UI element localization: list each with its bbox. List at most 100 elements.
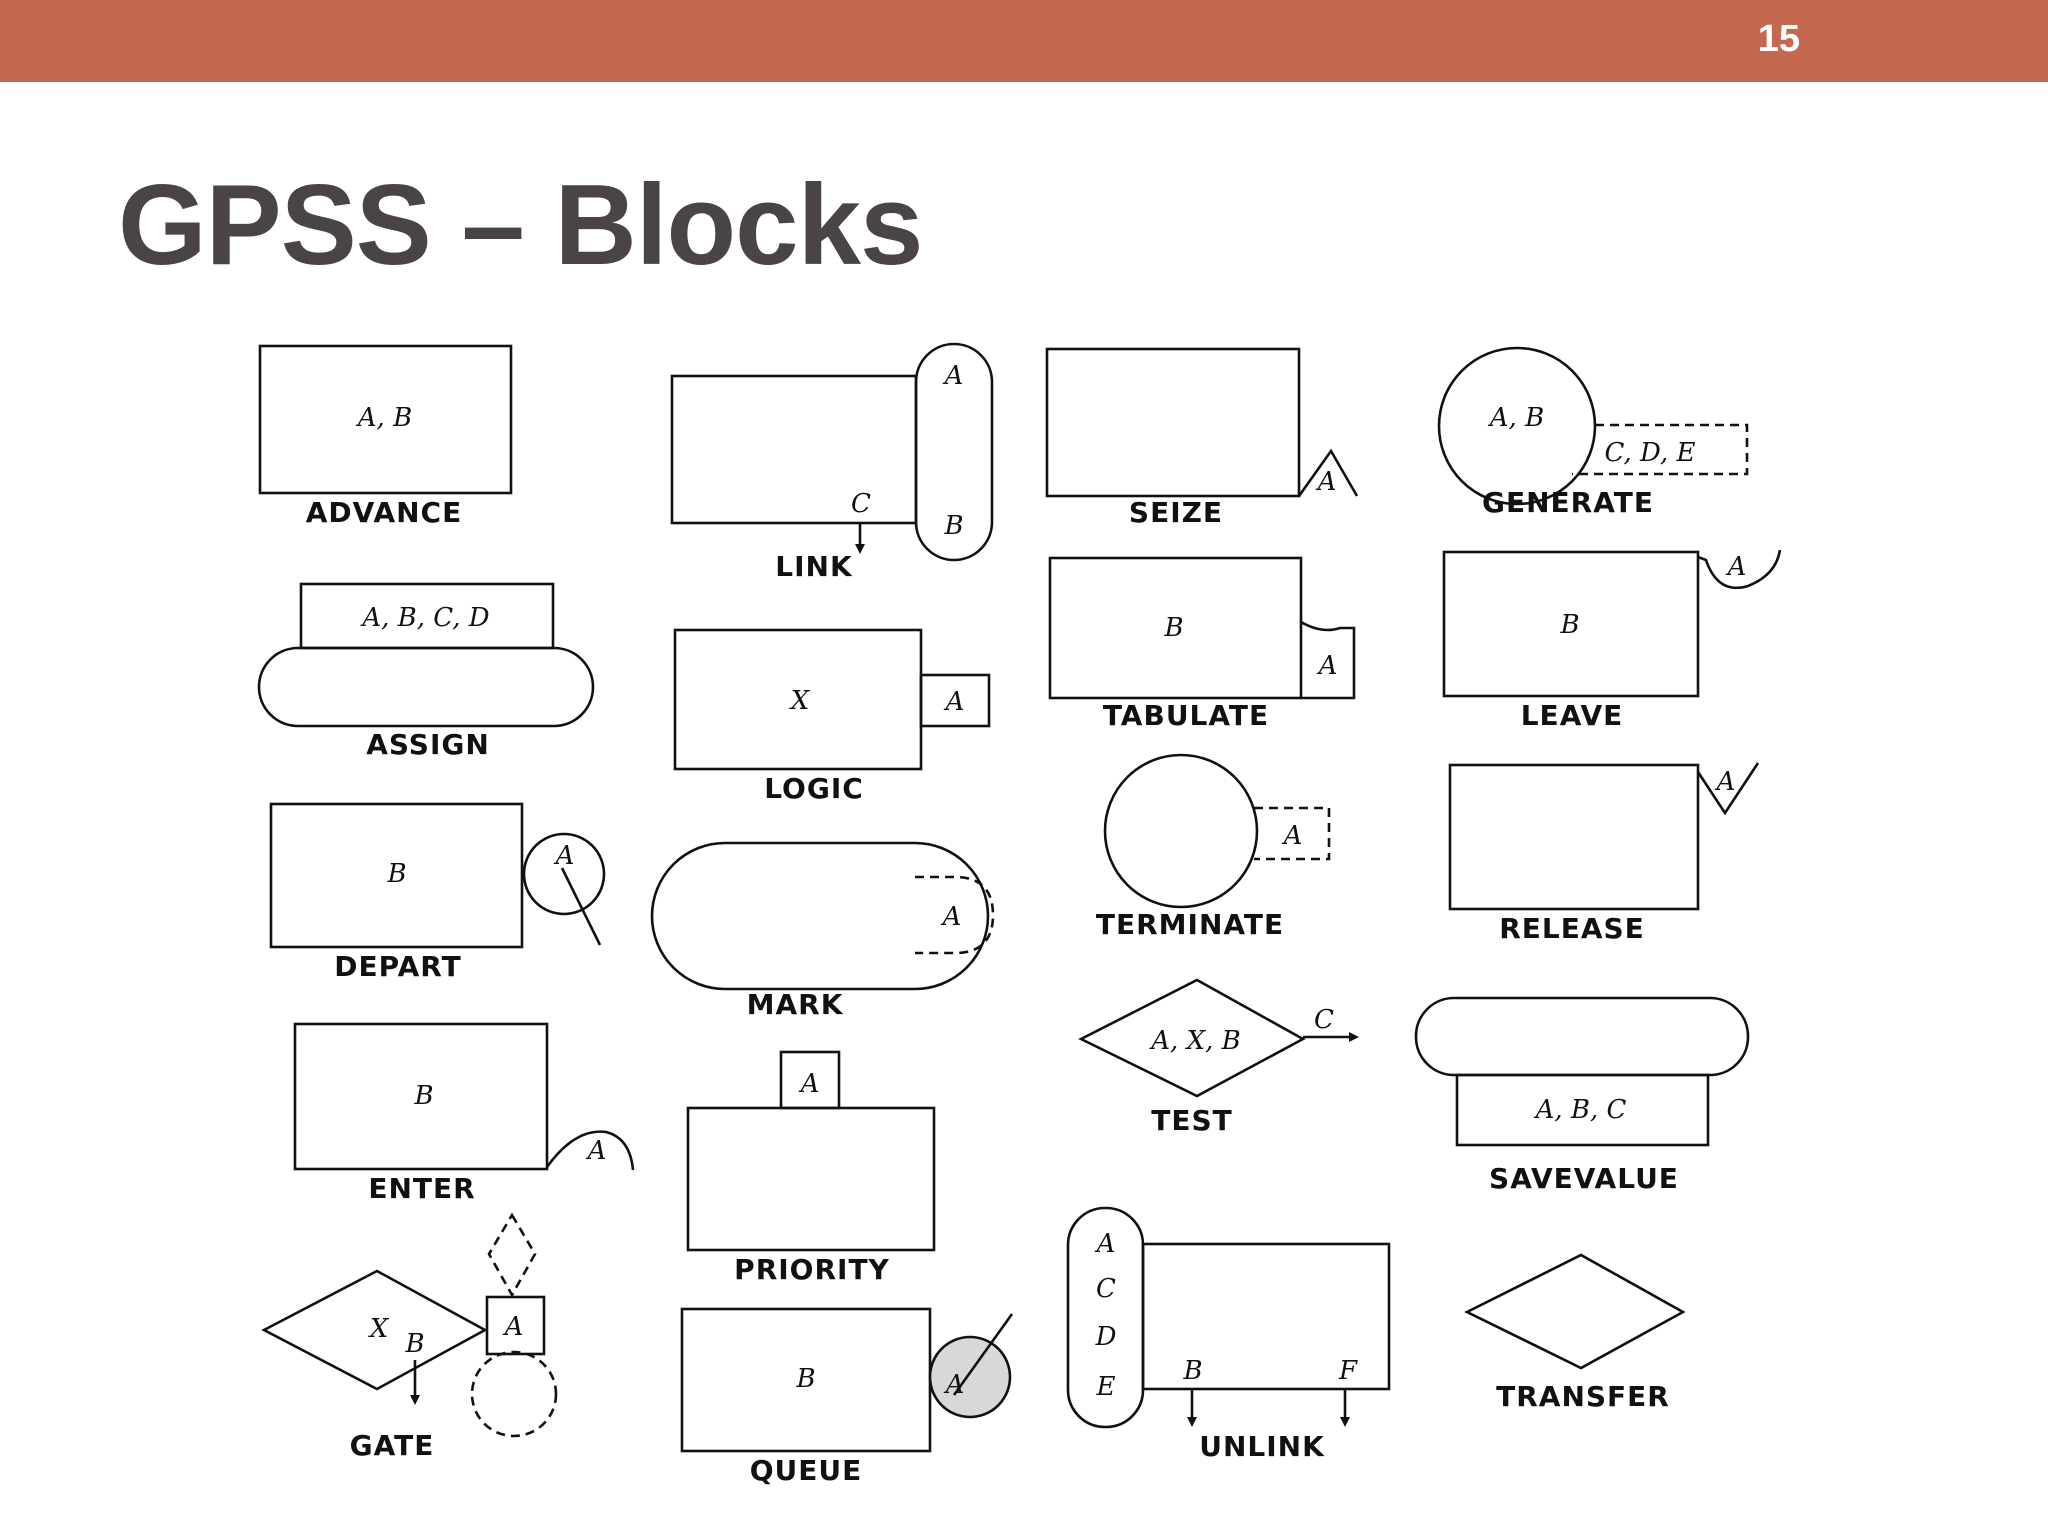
enter-block: A B ENTER xyxy=(293,1022,635,1205)
priority-operand-a: A xyxy=(799,1069,820,1099)
terminate-operand-a: A xyxy=(1282,821,1303,851)
gate-block: X B A GATE xyxy=(261,1212,558,1462)
queue-operand-b: B xyxy=(795,1364,815,1394)
savevalue-pill xyxy=(1414,996,1750,1077)
depart-slash xyxy=(560,867,602,946)
enter-operand-b: B xyxy=(413,1081,433,1111)
leave-rect xyxy=(1442,550,1700,698)
tabulate-rect xyxy=(1048,556,1303,700)
gate-operand-x: X xyxy=(368,1314,390,1344)
queue-circle xyxy=(928,1335,1012,1419)
release-block: A RELEASE xyxy=(1448,762,1760,945)
tabulate-block: B A TABULATE xyxy=(1048,556,1356,732)
gate-operand-b: B xyxy=(404,1329,424,1359)
gate-box xyxy=(485,1295,546,1356)
leave-name: LEAVE xyxy=(1521,699,1624,732)
savevalue-rect xyxy=(1455,1073,1710,1147)
release-check xyxy=(1696,762,1760,816)
savevalue-operands: A, B, C xyxy=(1534,1095,1627,1125)
enter-arc xyxy=(545,1130,635,1171)
page-number: 15 xyxy=(1757,18,1800,60)
depart-operand-a: A xyxy=(554,841,575,871)
tabulate-name: TABULATE xyxy=(1103,699,1269,732)
advance-block: A, B ADVANCE xyxy=(258,344,513,529)
savevalue-name: SAVEVALUE xyxy=(1489,1162,1679,1195)
tabulate-operand-b: B xyxy=(1163,613,1183,643)
mark-pill xyxy=(650,841,990,991)
generate-operands-ab: A, B xyxy=(1488,403,1544,433)
gate-dashed-diamond xyxy=(487,1212,537,1298)
generate-operands-cde: C, D, E xyxy=(1605,438,1696,468)
test-operands: A, X, B xyxy=(1149,1026,1240,1056)
logic-block: X A LOGIC xyxy=(673,628,991,805)
advance-name: ADVANCE xyxy=(306,496,462,529)
logic-operand-a: A xyxy=(944,687,965,717)
depart-rect xyxy=(269,802,524,949)
release-rect xyxy=(1448,763,1700,911)
gate-operand-a: A xyxy=(503,1312,524,1342)
assign-block: A, B, C, D ASSIGN xyxy=(257,582,595,761)
priority-block: A PRIORITY xyxy=(686,1050,936,1286)
tabulate-operand-a: A xyxy=(1317,651,1338,681)
header-bar xyxy=(0,0,2048,82)
advance-rect xyxy=(258,344,513,495)
unlink-operand-d: D xyxy=(1095,1322,1117,1352)
transfer-diamond xyxy=(1464,1253,1686,1370)
queue-operand-a: A xyxy=(944,1370,965,1400)
depart-name: DEPART xyxy=(334,950,461,983)
terminate-name: TERMINATE xyxy=(1096,908,1284,941)
depart-circle xyxy=(522,832,606,916)
enter-operand-a: A xyxy=(586,1136,607,1166)
seize-flag xyxy=(1297,448,1359,497)
unlink-operand-e: E xyxy=(1096,1372,1116,1402)
gate-dashed-circle xyxy=(470,1350,558,1438)
unlink-operand-b: B xyxy=(1182,1356,1202,1386)
generate-dashed-box xyxy=(1572,423,1749,476)
leave-operand-b: B xyxy=(1559,610,1579,640)
priority-rect xyxy=(686,1106,936,1252)
link-name: LINK xyxy=(775,550,853,583)
unlink-block: A C D E B F UNLINK xyxy=(1066,1206,1391,1463)
priority-name: PRIORITY xyxy=(734,1253,890,1286)
link-block: A B C LINK xyxy=(670,342,994,583)
terminate-circle xyxy=(1103,753,1259,909)
logic-operand-x: X xyxy=(789,686,811,716)
link-rect xyxy=(670,374,918,525)
test-block: A, X, B C TEST xyxy=(1078,978,1359,1137)
unlink-name: UNLINK xyxy=(1199,1430,1325,1463)
mark-block: A MARK xyxy=(650,841,995,1021)
unlink-rect xyxy=(1141,1242,1391,1391)
release-operand-a: A xyxy=(1715,767,1736,797)
seize-rect xyxy=(1045,347,1301,498)
leave-operand-a: A xyxy=(1726,552,1747,582)
queue-block: A B QUEUE xyxy=(680,1307,1014,1487)
logic-side-box xyxy=(919,673,991,728)
assign-name: ASSIGN xyxy=(366,728,490,761)
depart-block: A B DEPART xyxy=(269,802,606,983)
link-operand-a: A xyxy=(943,361,964,391)
seize-block: A SEIZE xyxy=(1045,347,1359,529)
logic-name: LOGIC xyxy=(764,772,864,805)
enter-rect xyxy=(293,1022,549,1171)
generate-name: GENERATE xyxy=(1482,486,1654,519)
tabulate-tab xyxy=(1300,620,1356,700)
test-operand-c: C xyxy=(1314,1005,1334,1035)
test-diamond xyxy=(1078,978,1306,1098)
unlink-operand-a: A xyxy=(1095,1229,1116,1259)
advance-operands: A, B xyxy=(356,403,412,433)
depart-operand-b: B xyxy=(386,859,406,889)
test-name: TEST xyxy=(1151,1104,1233,1137)
mark-name: MARK xyxy=(747,988,844,1021)
gate-diamond xyxy=(261,1269,488,1391)
release-name: RELEASE xyxy=(1499,912,1645,945)
assign-operands: A, B, C, D xyxy=(360,603,489,633)
link-pill xyxy=(914,342,994,562)
assign-pill xyxy=(257,646,595,728)
link-operand-c: C xyxy=(851,489,871,519)
leave-hook xyxy=(1697,549,1782,590)
savevalue-block: A, B, C SAVEVALUE xyxy=(1414,996,1750,1195)
gate-name: GATE xyxy=(350,1429,435,1462)
unlink-operand-f: F xyxy=(1338,1356,1358,1386)
transfer-block: TRANSFER xyxy=(1464,1253,1686,1413)
queue-name: QUEUE xyxy=(750,1454,863,1487)
